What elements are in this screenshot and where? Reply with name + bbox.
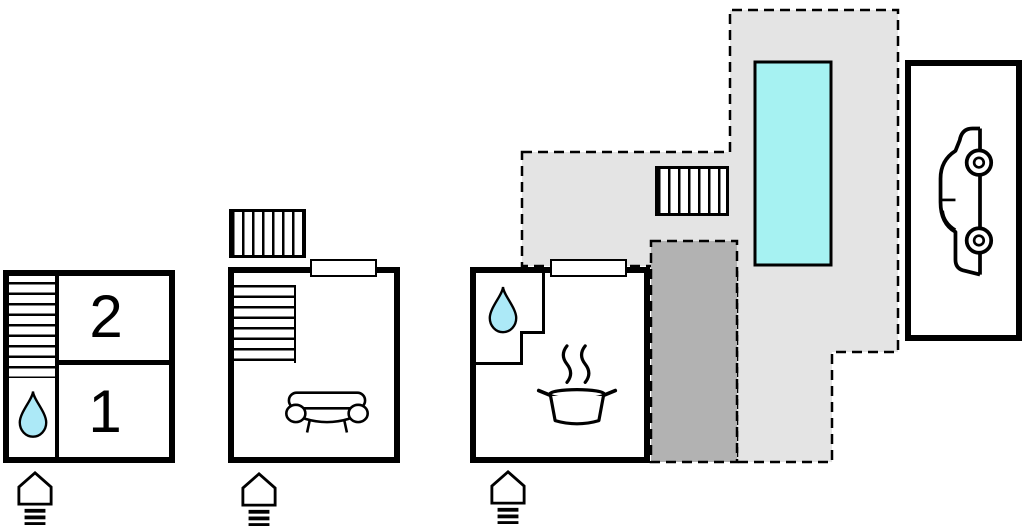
cooking-pot-icon bbox=[536, 344, 618, 426]
apartment-right bbox=[470, 259, 650, 463]
room-label-upper: 2 bbox=[89, 283, 123, 350]
staircase-icon bbox=[9, 282, 55, 378]
bathroom-partition bbox=[520, 331, 523, 365]
bathroom-partition bbox=[476, 362, 523, 365]
room-label-lower: 1 bbox=[88, 378, 122, 445]
bathroom-partition bbox=[542, 273, 545, 331]
interior-wall bbox=[55, 276, 59, 457]
sofa-icon bbox=[285, 391, 369, 433]
water-drop-icon bbox=[18, 391, 48, 438]
apartment-middle bbox=[228, 259, 400, 463]
exterior-stairs-icon bbox=[655, 166, 729, 216]
bathroom-partition bbox=[520, 331, 545, 334]
window-opening bbox=[310, 259, 377, 277]
swimming-pool bbox=[753, 60, 833, 267]
carport bbox=[905, 60, 1022, 341]
interior-wall bbox=[55, 360, 169, 365]
water-drop-icon bbox=[488, 286, 518, 334]
car-icon bbox=[938, 126, 993, 276]
staircase-icon bbox=[234, 285, 296, 363]
exterior-stairs-icon bbox=[229, 209, 306, 258]
entrance-arrow-icon bbox=[241, 471, 277, 526]
window-opening bbox=[550, 259, 627, 277]
patio-dark-area bbox=[649, 239, 739, 464]
entrance-arrow-icon bbox=[490, 469, 526, 524]
apartment-left: 2 1 bbox=[3, 270, 175, 463]
entrance-arrow-icon bbox=[17, 470, 53, 525]
